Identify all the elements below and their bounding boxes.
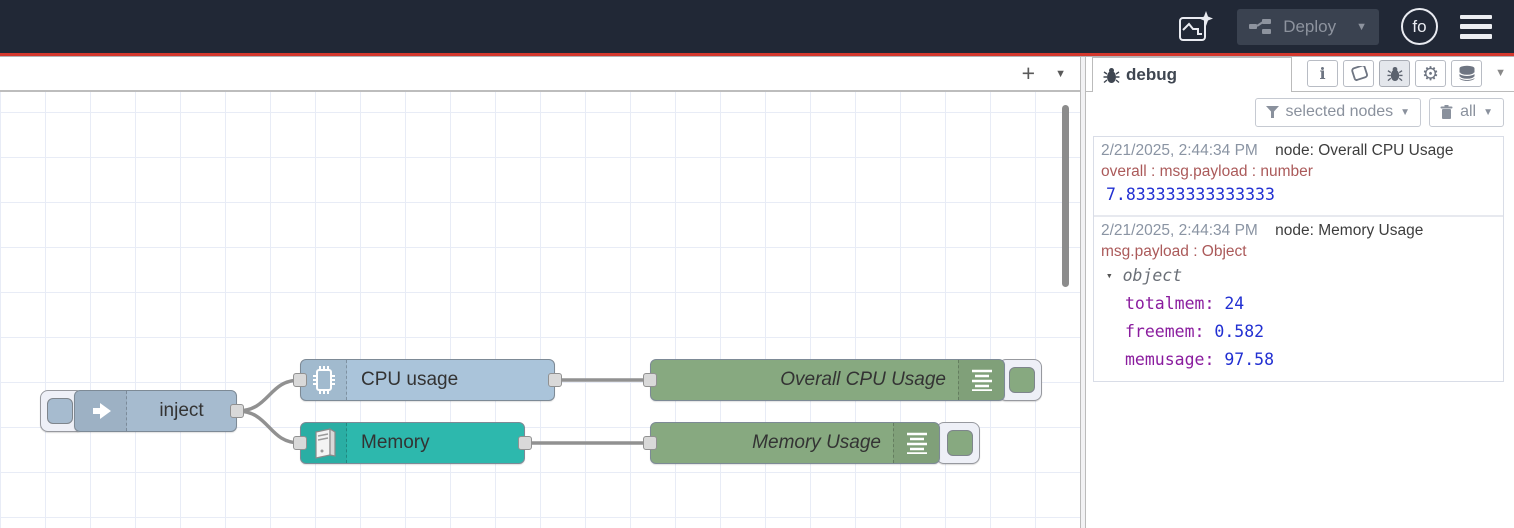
flow-sparkle-icon[interactable]	[1175, 9, 1215, 45]
header-border-line	[0, 56, 1514, 57]
debug-message[interactable]: 2/21/2025, 2:44:34 PM node: Memory Usage…	[1094, 215, 1503, 381]
info-icon: i	[1319, 64, 1326, 83]
property-value: 24	[1224, 294, 1245, 313]
flow-list-caret-icon[interactable]: ▼	[1055, 67, 1066, 80]
collapse-triangle-icon[interactable]: ▾	[1106, 269, 1113, 282]
debug-value: 7.833333333333333	[1106, 185, 1275, 204]
node-inject[interactable]: inject	[74, 390, 237, 432]
object-property: memusage: 97.58	[1101, 346, 1496, 374]
debug-timestamp: 2/21/2025, 2:44:34 PM	[1101, 222, 1258, 239]
clear-label: all	[1460, 103, 1477, 120]
wires-layer	[235, 378, 652, 445]
trash-icon	[1440, 105, 1453, 119]
filter-button[interactable]: selected nodes ▼	[1254, 97, 1422, 127]
filter-label: selected nodes	[1285, 103, 1394, 120]
workspace: + ▼ inject	[0, 57, 1514, 528]
book-icon	[1350, 65, 1368, 82]
deploy-icon	[1249, 18, 1273, 35]
inject-icon	[75, 391, 127, 431]
object-property: freemem: 0.582	[1101, 318, 1496, 346]
context-tab-button[interactable]	[1451, 60, 1482, 87]
node-debug-memory-usage[interactable]: Memory Usage	[650, 422, 940, 464]
tab-label: debug	[1126, 65, 1177, 84]
debug-toggle-inner	[1009, 367, 1035, 393]
memory-input-port[interactable]	[293, 436, 307, 450]
config-tab-button[interactable]: ⚙	[1415, 60, 1446, 87]
debug-message-list: 2/21/2025, 2:44:34 PM node: Overall CPU …	[1093, 136, 1504, 382]
header-accent-line	[0, 53, 1514, 56]
deploy-button[interactable]: Deploy ▼	[1237, 8, 1379, 45]
node-label: Memory	[361, 432, 430, 453]
object-row: ▾ object	[1101, 262, 1496, 290]
cpu-chip-icon	[301, 360, 347, 400]
cpu-output-port[interactable]	[548, 373, 562, 387]
add-flow-button[interactable]: +	[1021, 60, 1036, 86]
bug-icon	[1386, 66, 1403, 82]
debug-toggle-inner	[947, 430, 973, 456]
debug-message-meta: 2/21/2025, 2:44:34 PM node: Memory Usage	[1101, 220, 1496, 241]
bug-icon	[1103, 67, 1120, 84]
sidebar-tab-buttons: i	[1307, 60, 1482, 87]
flow-editor: + ▼ inject	[0, 57, 1080, 528]
object-label: object	[1122, 266, 1183, 285]
memory-output-port[interactable]	[518, 436, 532, 450]
flow-tabbar: + ▼	[0, 57, 1080, 92]
debug-timestamp: 2/21/2025, 2:44:34 PM	[1101, 142, 1258, 159]
debug-node-name: node: Overall CPU Usage	[1275, 142, 1454, 159]
inject-trigger-inner	[47, 398, 73, 424]
debug-message[interactable]: 2/21/2025, 2:44:34 PM node: Overall CPU …	[1094, 137, 1503, 215]
cpu-input-port[interactable]	[293, 373, 307, 387]
help-tab-button[interactable]	[1343, 60, 1374, 87]
filter-caret-icon: ▼	[1400, 106, 1411, 118]
computer-tower-icon	[301, 423, 347, 463]
clear-caret-icon: ▼	[1483, 106, 1493, 118]
debug-memory-input-port[interactable]	[643, 436, 657, 450]
debug-toggle-overall-cpu[interactable]	[998, 359, 1042, 401]
clear-button[interactable]: all ▼	[1429, 97, 1504, 127]
inject-output-port[interactable]	[230, 404, 244, 418]
debug-tab-button[interactable]	[1379, 60, 1410, 87]
property-value: 97.58	[1224, 350, 1275, 369]
wire-inject-memory[interactable]	[235, 409, 302, 445]
debug-toggle-memory-usage[interactable]	[936, 422, 980, 464]
debug-node-name: node: Memory Usage	[1275, 222, 1424, 239]
property-key: totalmem:	[1125, 294, 1215, 313]
debug-lines-icon	[893, 423, 939, 463]
node-debug-overall-cpu[interactable]: Overall CPU Usage	[650, 359, 1005, 401]
debug-overall-input-port[interactable]	[643, 373, 657, 387]
wire-inject-cpu[interactable]	[235, 378, 302, 413]
property-value: 0.582	[1214, 322, 1265, 341]
tab-debug[interactable]: debug	[1092, 57, 1292, 92]
user-avatar[interactable]: fo	[1401, 8, 1438, 45]
menu-icon[interactable]	[1460, 14, 1492, 39]
deploy-label: Deploy	[1283, 16, 1337, 36]
flow-canvas[interactable]: inject CPU usage	[0, 92, 1080, 528]
object-property: totalmem: 24	[1101, 290, 1496, 318]
node-label: Memory Usage	[752, 432, 881, 453]
app-header: Deploy ▼ fo	[0, 0, 1514, 53]
debug-toolbar: selected nodes ▼ all ▼	[1086, 92, 1514, 132]
node-label: inject	[159, 400, 204, 421]
debug-message-meta: 2/21/2025, 2:44:34 PM node: Overall CPU …	[1101, 140, 1496, 161]
property-key: freemem:	[1125, 322, 1205, 341]
info-tab-button[interactable]: i	[1307, 60, 1338, 87]
canvas-vertical-scrollbar[interactable]	[1062, 105, 1069, 287]
sidebar-resize-handle[interactable]	[1080, 57, 1086, 528]
debug-payload-path: overall : msg.payload : number	[1101, 163, 1313, 180]
property-key: memusage:	[1125, 350, 1215, 369]
node-memory[interactable]: Memory	[300, 422, 525, 464]
debug-payload-path: msg.payload : Object	[1101, 243, 1247, 260]
sidebar-tabs: debug i	[1086, 57, 1514, 92]
debug-sidebar: debug i	[1086, 57, 1514, 528]
node-label: CPU usage	[361, 369, 459, 390]
funnel-icon	[1265, 106, 1279, 118]
node-cpu-usage[interactable]: CPU usage	[300, 359, 555, 401]
gear-icon: ⚙	[1421, 62, 1440, 85]
sidebar-tabs-caret-icon[interactable]: ▼	[1495, 67, 1506, 79]
debug-lines-icon	[958, 360, 1004, 400]
node-label: Overall CPU Usage	[780, 369, 946, 390]
layers-icon	[1458, 65, 1476, 82]
deploy-caret-icon[interactable]: ▼	[1356, 20, 1367, 33]
